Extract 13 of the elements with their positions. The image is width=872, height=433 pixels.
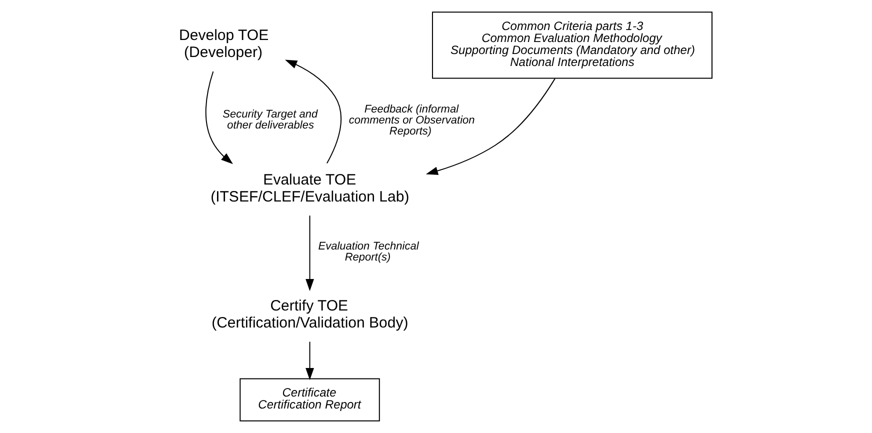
- edge-label: Evaluation Technical Report(s): [318, 240, 418, 264]
- node-text: Develop TOE (Developer): [178, 27, 268, 62]
- node-text: Evaluate TOE (ITSEF/CLEF/Evaluation Lab): [210, 171, 409, 206]
- node-text: Certify TOE (Certification/Validation Body): [211, 298, 408, 332]
- edge-label: Security Target and other deliverables: [222, 108, 318, 132]
- arrow: [425, 78, 555, 175]
- arrow: [305, 215, 314, 292]
- arrow: [305, 341, 314, 380]
- node-box: Common Criteria parts 1-3 Common Evaluation Methodology Supporting Documents (Mandatory and other) National Interpretations: [432, 12, 712, 79]
- edge-label: Feedback (informal comments or Observation Reports): [348, 104, 474, 138]
- node-box: Certificate Certification Report: [239, 378, 380, 422]
- arrow: [204, 71, 232, 164]
- arrow: [284, 60, 342, 164]
